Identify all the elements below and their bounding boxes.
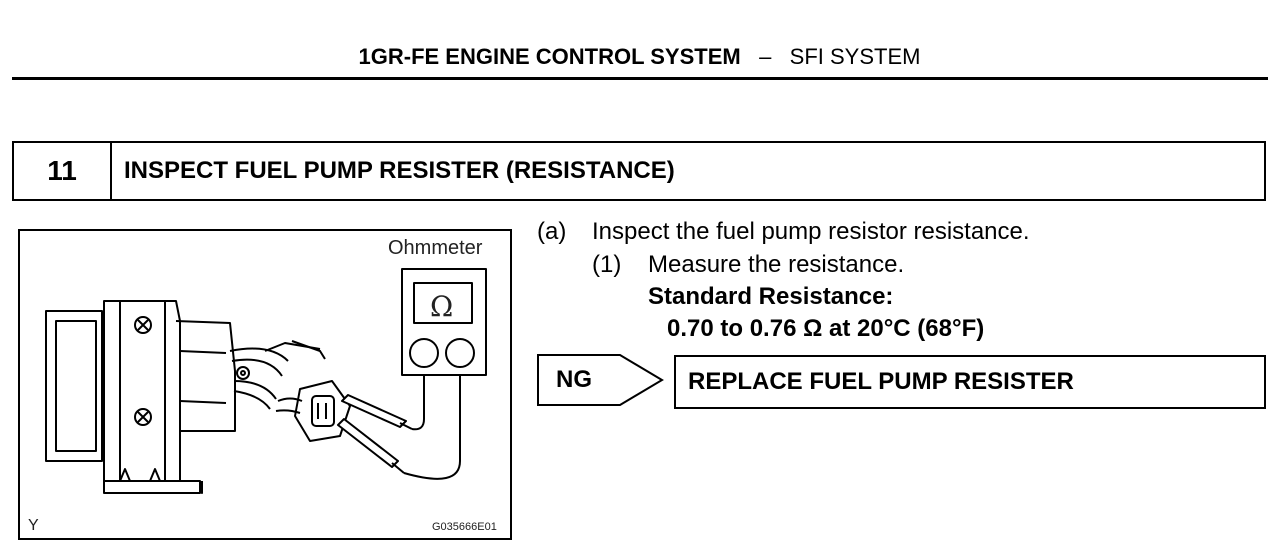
standard-value: 0.70 to 0.76 Ω at 20°C (68°F) xyxy=(667,315,985,342)
standard-label: Standard Resistance: xyxy=(648,283,894,310)
action-box: REPLACE FUEL PUMP RESISTER xyxy=(674,355,1266,409)
ohmmeter-illustration: Ohmmeter Ω Y G035666E01 xyxy=(18,229,512,540)
instruction-a-text: Inspect the fuel pump resistor resistanc… xyxy=(592,218,1030,245)
corner-mark: Y xyxy=(28,517,39,534)
ohm-symbol: Ω xyxy=(430,290,454,323)
instruction-1-marker: (1) xyxy=(592,251,622,278)
step-number: 11 xyxy=(14,143,112,199)
header-rule xyxy=(12,77,1268,80)
ng-label: NG xyxy=(556,366,592,393)
header-separator: – xyxy=(759,44,772,69)
instruction-a-marker: (a) xyxy=(537,218,567,245)
ng-arrow-icon xyxy=(537,354,664,406)
header-title: 1GR-FE ENGINE CONTROL SYSTEM – SFI SYSTE… xyxy=(0,44,1279,70)
instruction-1-text: Measure the resistance. xyxy=(648,251,905,278)
step-header: 11 INSPECT FUEL PUMP RESISTER (RESISTANC… xyxy=(12,141,1266,201)
figure-code: G035666E01 xyxy=(432,521,497,533)
step-title: INSPECT FUEL PUMP RESISTER (RESISTANCE) xyxy=(124,157,675,184)
ohmmeter-label: Ohmmeter xyxy=(388,237,483,259)
header-title-regular: SFI SYSTEM xyxy=(789,44,921,69)
header-title-bold: 1GR-FE ENGINE CONTROL SYSTEM xyxy=(358,44,741,69)
action-text: REPLACE FUEL PUMP RESISTER xyxy=(688,368,1074,395)
resistor-drawing xyxy=(45,268,487,494)
